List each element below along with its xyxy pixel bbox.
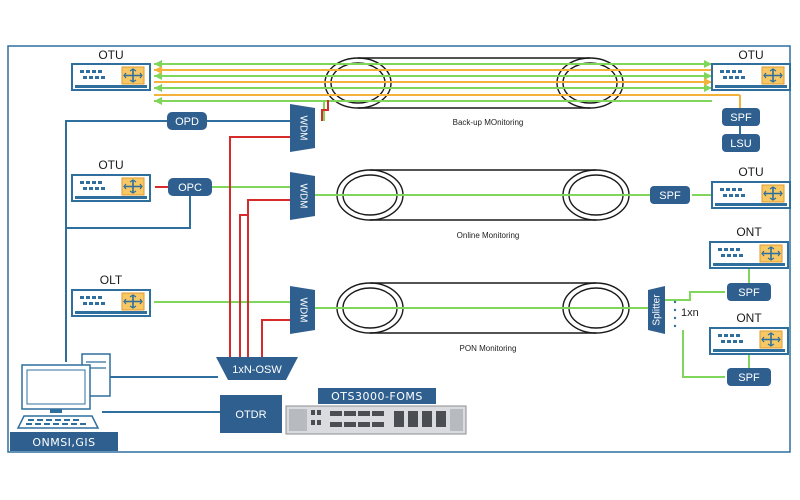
svg-text:OTU: OTU bbox=[738, 165, 763, 179]
svg-text:OTU: OTU bbox=[738, 48, 763, 62]
opd-box: OPD bbox=[167, 112, 207, 130]
ots3000-title: OTS3000-FOMS bbox=[318, 388, 436, 404]
otdr-red-links bbox=[155, 100, 329, 360]
svg-text:OPC: OPC bbox=[178, 182, 202, 194]
online-links bbox=[212, 186, 712, 196]
svg-text:OLT: OLT bbox=[100, 273, 123, 287]
ont-upper: ONT bbox=[709, 225, 789, 269]
svg-text:OTU: OTU bbox=[98, 48, 123, 62]
svg-text:OTS3000-FOMS: OTS3000-FOMS bbox=[331, 390, 423, 403]
wdm-backup: WDM bbox=[290, 104, 315, 152]
svg-text:SPF: SPF bbox=[730, 112, 752, 124]
osw-box: 1xN-OSW bbox=[216, 357, 298, 380]
ont-lower: ONT bbox=[709, 311, 789, 355]
otu-mid-left: OTU bbox=[71, 158, 151, 202]
splitter-box: Splitter bbox=[648, 286, 665, 334]
spf-backup-box: SPF bbox=[722, 108, 760, 126]
otdr-box: OTDR bbox=[220, 395, 282, 433]
backup-monitoring-label: Back-up MOnitoring bbox=[453, 118, 524, 127]
svg-text:ONMSI,GIS: ONMSI,GIS bbox=[32, 436, 95, 449]
spf-online-box: SPF bbox=[650, 186, 690, 204]
svg-text:1xN-OSW: 1xN-OSW bbox=[232, 364, 282, 376]
pon-links bbox=[154, 268, 750, 378]
diagram-frame bbox=[7, 45, 791, 453]
svg-text:WDM: WDM bbox=[297, 298, 308, 323]
svg-text:Splitter: Splitter bbox=[652, 294, 663, 326]
otu-top-right: OTU bbox=[711, 48, 791, 91]
otu-mid-right: OTU bbox=[711, 165, 791, 209]
online-monitoring-label: Online Monitoring bbox=[457, 231, 520, 240]
svg-text:ONT: ONT bbox=[736, 311, 762, 325]
ots3000-chassis-image bbox=[285, 405, 467, 435]
svg-text:ONT: ONT bbox=[736, 225, 762, 239]
lsu-box: LSU bbox=[722, 134, 760, 152]
workstation-icon bbox=[16, 353, 111, 429]
svg-text:WDM: WDM bbox=[297, 116, 308, 141]
olt-device: OLT bbox=[71, 273, 151, 317]
svg-text:LSU: LSU bbox=[730, 138, 751, 150]
svg-text:SPF: SPF bbox=[659, 190, 681, 202]
split-dots bbox=[673, 300, 677, 328]
svg-text:SPF: SPF bbox=[738, 372, 760, 384]
otu-top-left: OTU bbox=[71, 48, 151, 91]
pon-monitoring-label: PON Monitoring bbox=[460, 344, 517, 353]
workstation-label: ONMSI,GIS bbox=[10, 432, 118, 451]
svg-text:SPF: SPF bbox=[738, 287, 760, 299]
wdm-online: WDM bbox=[290, 172, 315, 220]
svg-text:OTDR: OTDR bbox=[235, 409, 266, 421]
backup-links bbox=[154, 63, 741, 121]
opc-box: OPC bbox=[168, 178, 212, 196]
wdm-pon: WDM bbox=[290, 286, 315, 334]
split-ratio-label: 1xn bbox=[681, 307, 699, 319]
svg-text:OPD: OPD bbox=[175, 116, 199, 128]
svg-text:OTU: OTU bbox=[98, 158, 123, 172]
backup-arrowheads bbox=[154, 60, 712, 105]
spf-ont-lower-box: SPF bbox=[727, 368, 771, 386]
spf-ont-upper-box: SPF bbox=[727, 283, 771, 301]
svg-text:WDM: WDM bbox=[297, 184, 308, 209]
